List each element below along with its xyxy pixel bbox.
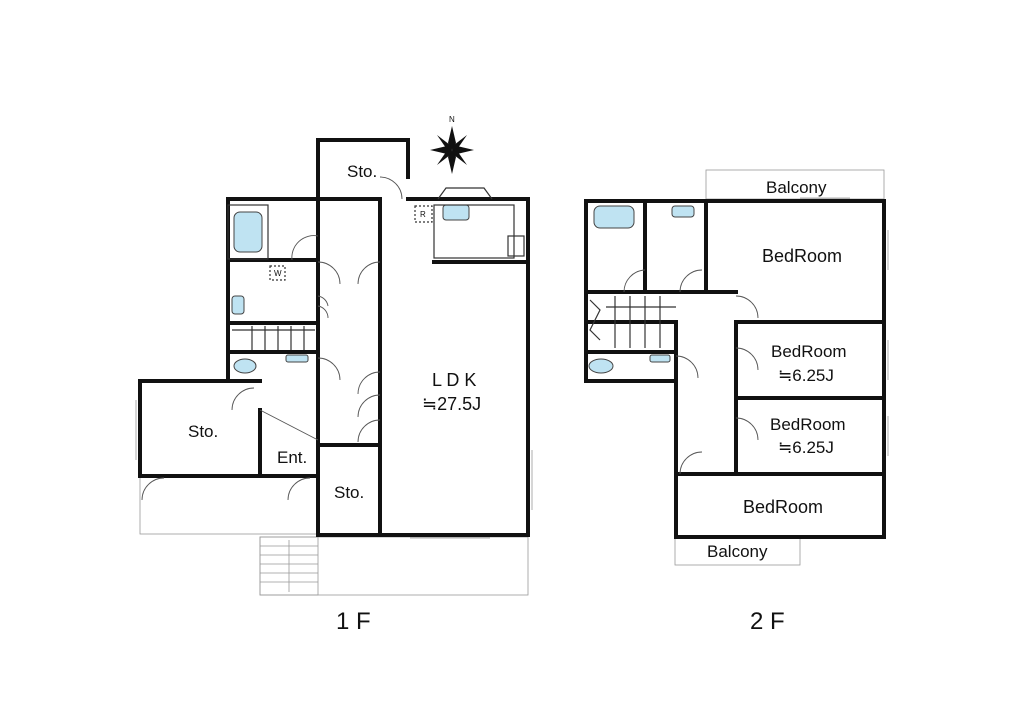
wall-hall-west: [316, 197, 382, 537]
compass-north-label: N: [449, 115, 455, 124]
refrigerator-icon: [414, 205, 433, 223]
room-bedroom-2-size: ≒6.25J: [778, 366, 834, 385]
room-bedroom-large: BedRoom: [762, 246, 842, 266]
compass-icon: N: [430, 115, 474, 174]
stairs-1f: [232, 326, 315, 350]
sink-2f-icon: [671, 205, 695, 218]
wall-2f-north-east: [584, 199, 886, 539]
range-hood: [437, 187, 493, 200]
room-storage-top: Sto.: [347, 162, 377, 181]
refrigerator-label: R: [420, 210, 426, 219]
room-ldk: L D K: [432, 370, 476, 390]
toilet-1f-icon: [233, 358, 257, 374]
room-storage-bottom: Sto.: [334, 483, 364, 502]
sink-1f-icon: [231, 295, 245, 315]
floor-label-1f: 1 F: [336, 608, 371, 635]
wc-sink-2f-icon: [649, 354, 671, 363]
entrance-stairs: [259, 536, 319, 596]
bath-frame: [227, 204, 269, 260]
stairs-2f: [589, 296, 676, 348]
room-bedroom-bottom: BedRoom: [743, 497, 823, 517]
wc-sink-1f-icon: [285, 354, 309, 363]
stove-icon: [507, 235, 525, 257]
kitchen-sink-icon: [442, 204, 470, 221]
room-entrance: Ent.: [277, 448, 307, 467]
toilet-2f-icon: [588, 358, 614, 374]
doors-2f: [623, 269, 759, 475]
room-bedroom-2: BedRoom: [771, 342, 847, 361]
porch-outline: [139, 475, 319, 535]
room-bedroom-3: BedRoom: [770, 415, 846, 434]
room-balcony-bottom: Balcony: [707, 542, 768, 561]
second-floor: Balcony BedRoom BedRoom ≒6.25J BedRoom ≒…: [584, 169, 889, 635]
doors-1f: [141, 176, 403, 501]
bathtub-1f-icon: [233, 211, 263, 253]
wall-north-ldk: [378, 197, 530, 537]
floor-label-2f: 2 F: [750, 608, 785, 635]
washer-icon: [269, 265, 286, 281]
first-floor: W R Sto.: [135, 138, 533, 635]
washer-label: W: [274, 269, 282, 278]
room-ldk-size: ≒27.5J: [422, 394, 481, 414]
room-storage-left: Sto.: [188, 422, 218, 441]
room-bedroom-3-size: ≒6.25J: [778, 438, 834, 457]
kitchen-counter: [433, 204, 515, 259]
bathtub-2f-icon: [593, 205, 635, 229]
wall-storage-top: [316, 138, 410, 201]
room-balcony-top: Balcony: [766, 178, 827, 197]
